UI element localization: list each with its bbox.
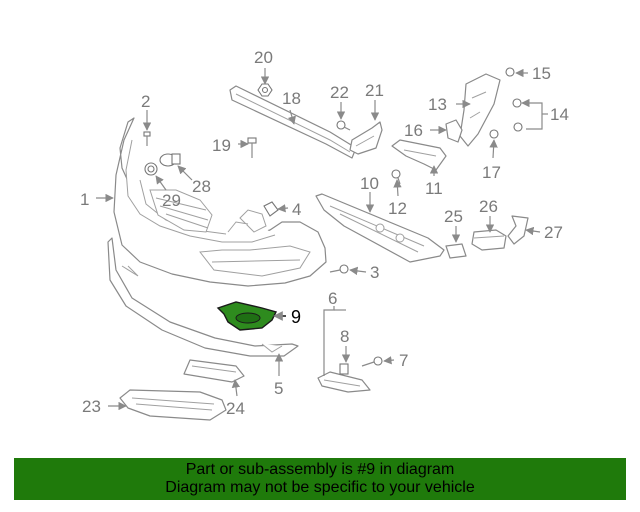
side-trim-6 <box>317 371 371 393</box>
bolt-7 <box>361 356 383 367</box>
bracket-16 <box>445 119 463 143</box>
screw-22 <box>336 120 351 131</box>
cover-plate-25 <box>445 243 467 259</box>
callout-4: 4 <box>292 200 301 219</box>
callout-7: 7 <box>399 351 408 370</box>
callout-25: 25 <box>444 207 463 226</box>
bolt-3 <box>329 264 349 274</box>
banner-line-part: Part or sub-assembly is #9 in diagram <box>185 461 455 478</box>
undertray <box>315 193 445 263</box>
lower-spoiler <box>107 237 299 357</box>
clip-4 <box>263 201 279 217</box>
clip-17 <box>489 129 499 139</box>
callout-5: 5 <box>274 379 283 398</box>
callout-15: 15 <box>532 64 551 83</box>
socket-28 <box>159 153 181 167</box>
callout-19: 19 <box>212 136 231 155</box>
grille-insert-24 <box>183 359 245 383</box>
callout-24: 24 <box>226 399 245 418</box>
callout-13: 13 <box>428 95 447 114</box>
bumper-cover <box>113 117 327 287</box>
clip-15 <box>505 67 515 77</box>
callout-11: 11 <box>425 179 443 198</box>
highlighted-part-9 <box>216 301 278 331</box>
callout-18: 18 <box>282 89 301 108</box>
callout-12: 12 <box>388 199 407 218</box>
callout-22: 22 <box>330 83 349 102</box>
bracket-11 <box>391 139 447 171</box>
info-banner: Part or sub-assembly is #9 in diagram Di… <box>14 458 626 500</box>
callout-23: 23 <box>82 397 101 416</box>
callout-2: 2 <box>141 92 150 111</box>
bolt-14b <box>513 122 523 132</box>
side-bracket-13 <box>459 73 501 147</box>
callout-28: 28 <box>192 177 211 196</box>
fog-grille-23 <box>119 389 227 421</box>
callout-labels: 1 2 3 4 5 6 7 8 9 10 11 12 13 14 15 16 1… <box>80 48 569 418</box>
leader-lines <box>96 68 548 411</box>
callout-16: 16 <box>404 121 423 140</box>
callout-17: 17 <box>482 163 501 182</box>
callout-20: 20 <box>254 48 273 67</box>
screw-12 <box>391 169 401 185</box>
callout-8: 8 <box>340 327 349 346</box>
callout-6: 6 <box>328 289 337 308</box>
callout-14: 14 <box>550 105 569 124</box>
bracket-21 <box>349 121 383 155</box>
bracket-27 <box>507 215 529 245</box>
callout-27: 27 <box>544 223 563 242</box>
callout-26: 26 <box>479 197 498 216</box>
callout-21: 21 <box>365 81 384 100</box>
callout-9: 9 <box>291 307 301 327</box>
callout-29: 29 <box>162 191 181 210</box>
socket-29 <box>144 162 158 176</box>
callout-10: 10 <box>360 174 379 193</box>
callout-1: 1 <box>80 190 89 209</box>
callout-3: 3 <box>370 263 379 282</box>
bolt-19 <box>247 137 257 158</box>
bolt-2 <box>143 131 151 146</box>
bolt-14a <box>512 98 522 108</box>
nut-20 <box>257 83 273 97</box>
banner-line-disclaimer: Diagram may not be specific to your vehi… <box>165 479 475 496</box>
sensor-26 <box>471 229 507 251</box>
clip-8 <box>339 363 349 375</box>
